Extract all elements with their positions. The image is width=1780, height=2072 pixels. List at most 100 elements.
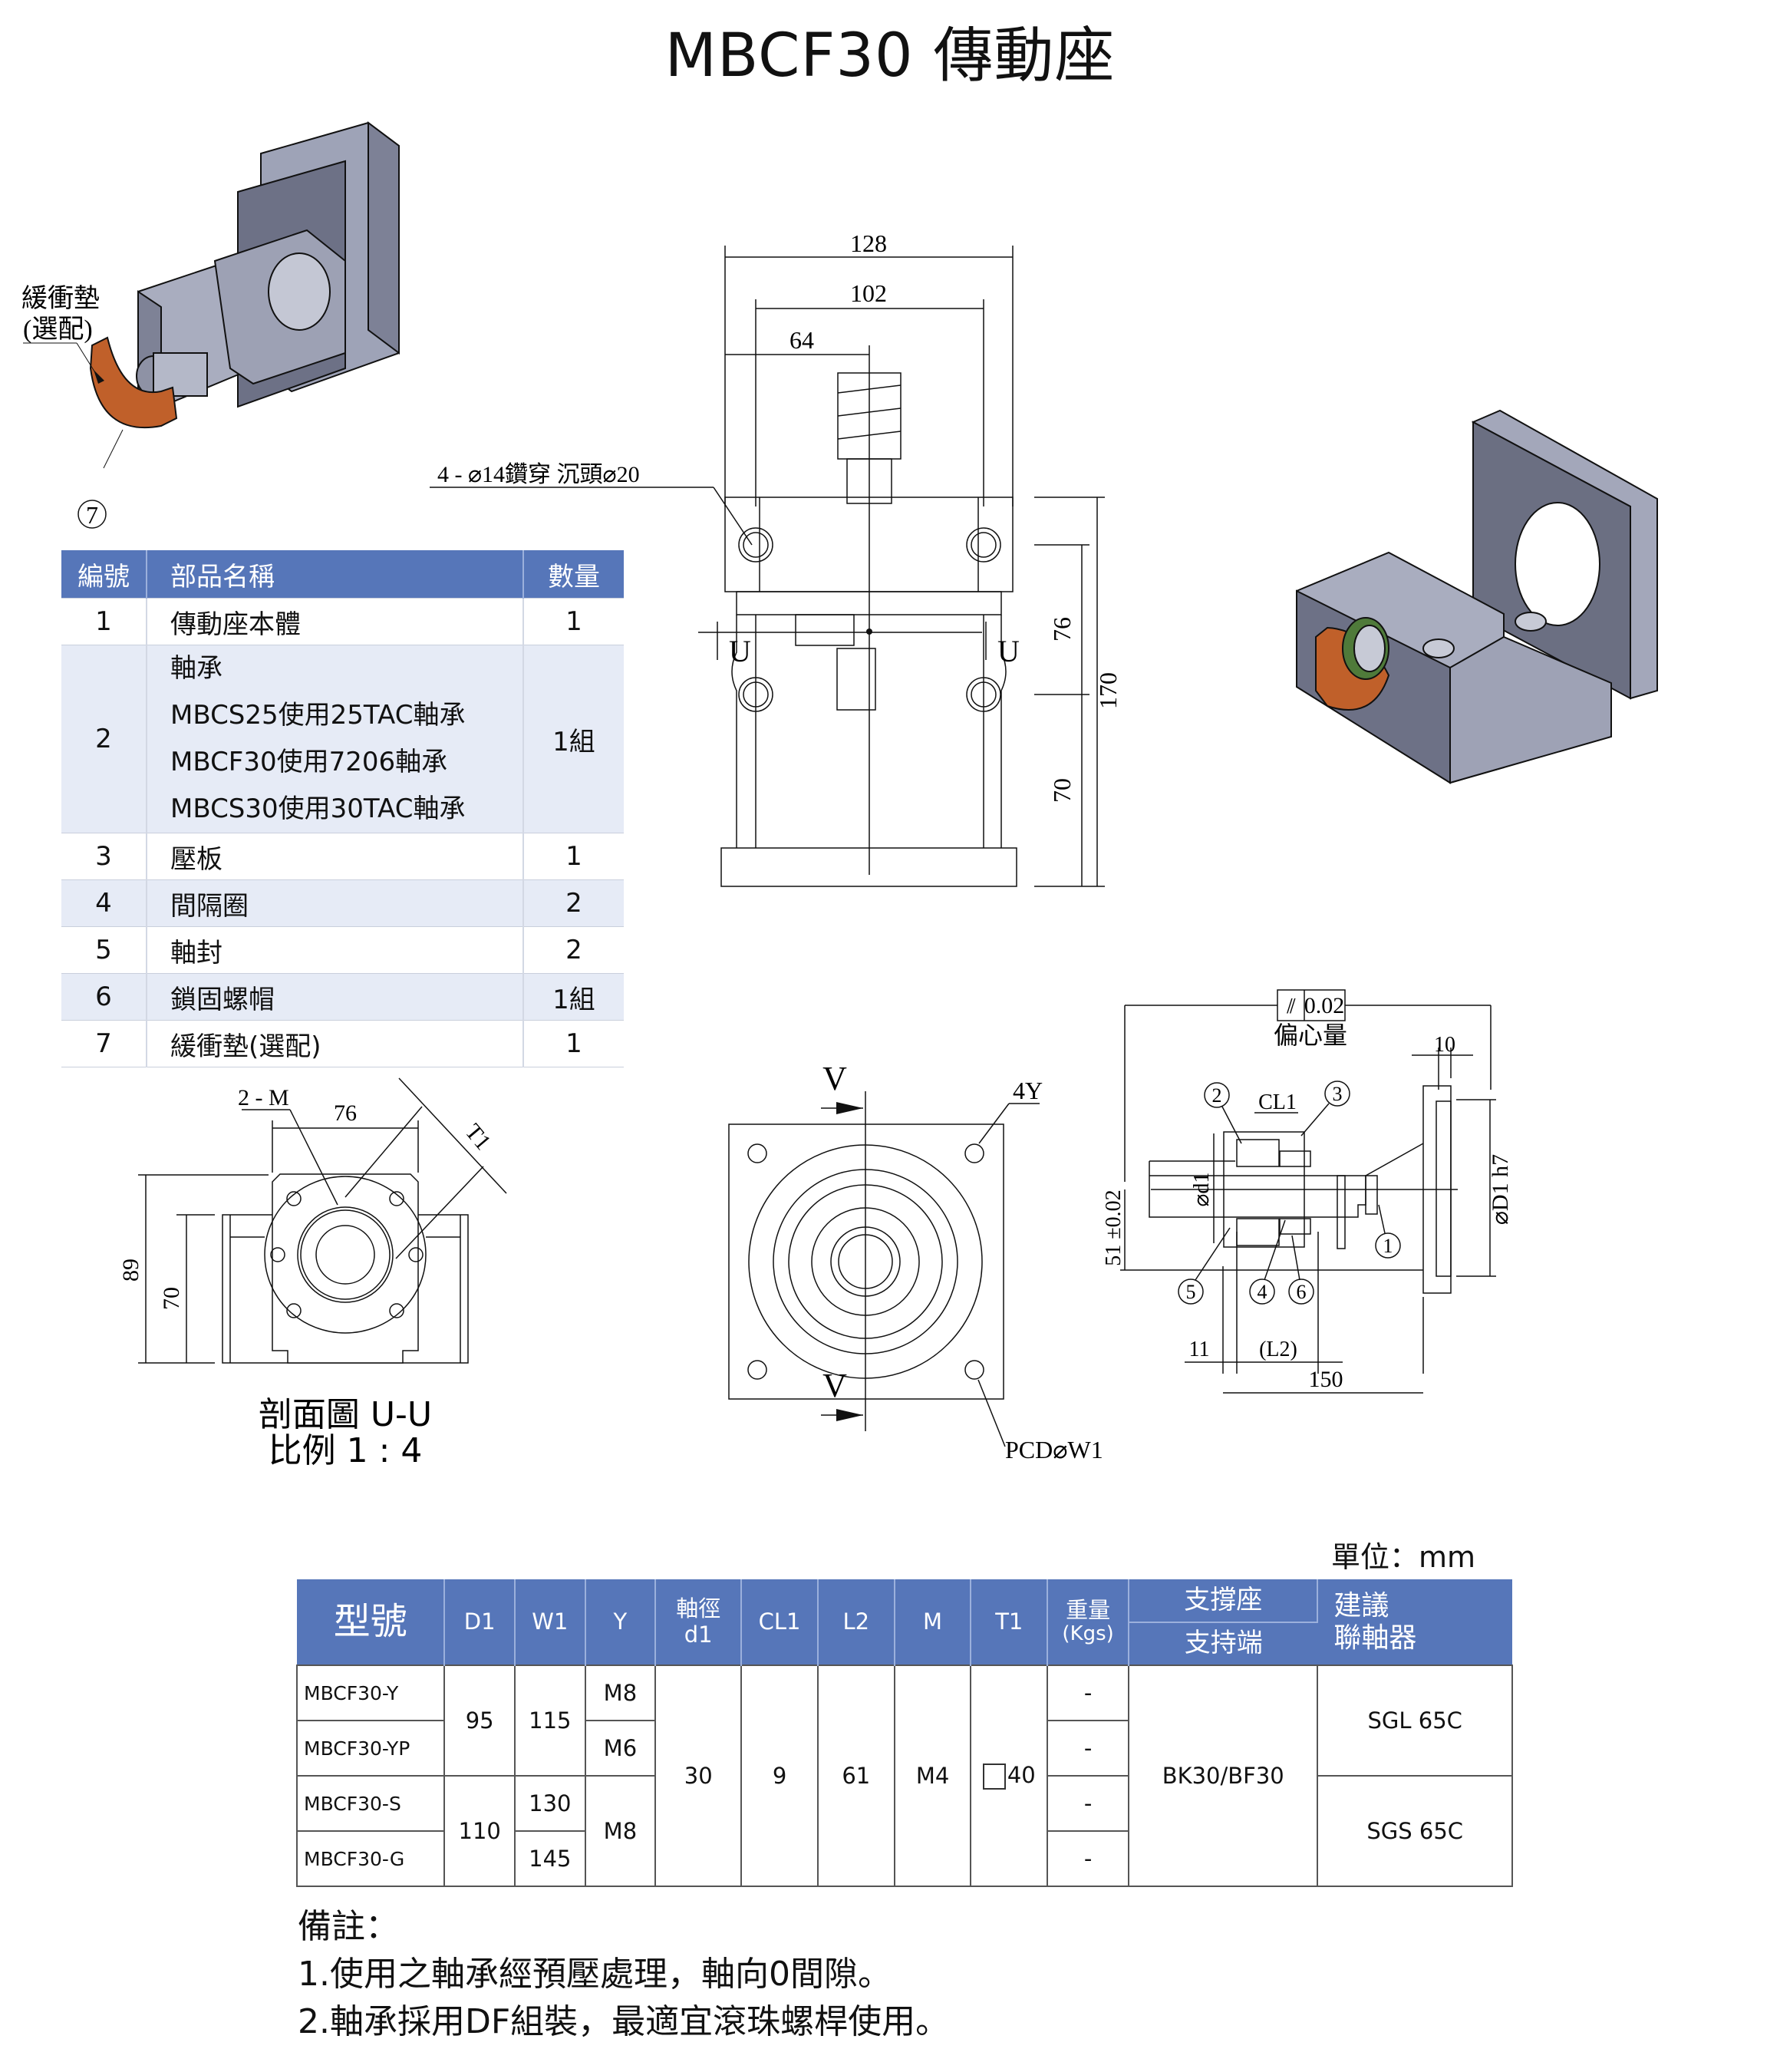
y-cell: M8: [584, 1665, 657, 1721]
note-item: 2.軸承採用DF組裝，最適宜滾珠螺桿使用。: [298, 2002, 950, 2041]
balloon-5: 5: [1186, 1281, 1196, 1303]
thread-label: 2 - M: [238, 1085, 289, 1110]
section-mark-v-bottom: V: [822, 1367, 847, 1404]
part-name: 軸封: [147, 926, 524, 974]
iso-view-exploded: 緩衝墊 (選配) 7: [21, 121, 400, 529]
flange-view: V V 4Y PCD⌀W1: [728, 1060, 1103, 1463]
part-qty: 2: [523, 926, 624, 974]
parts-table: 編號 部品名稱 數量 1 傳動座本體 1 2 軸承 MBCS25使用25TAC軸…: [61, 550, 624, 1067]
part-no: 2: [61, 645, 147, 833]
header-support-bottom: 支持端: [1129, 1622, 1318, 1665]
part-qty: 1組: [523, 645, 624, 833]
table-row: 6 鎖固螺帽 1組: [61, 973, 624, 1021]
header-qty: 數量: [523, 550, 624, 599]
weight-cell: -: [1047, 1665, 1130, 1721]
header-y: Y: [585, 1579, 657, 1665]
weight-cell: -: [1047, 1775, 1130, 1832]
dim-l2: (L2): [1259, 1338, 1297, 1361]
weight-cell: -: [1047, 1720, 1130, 1777]
part-no: 5: [61, 926, 147, 974]
l2-cell: 61: [816, 1665, 895, 1887]
section-mark-v-top: V: [822, 1060, 847, 1097]
part-qty: 1組: [523, 973, 624, 1021]
dim-offset: 11: [1189, 1338, 1210, 1361]
w1-cell: 145: [514, 1830, 586, 1887]
part-name: 傳動座本體: [147, 598, 524, 645]
t1-cell: 40: [970, 1665, 1049, 1887]
table-row: 4 間隔圈 2: [61, 879, 624, 927]
d1-cell: 110: [443, 1775, 516, 1887]
coupling-cell: SGS 65C: [1317, 1775, 1513, 1887]
page-title: MBCF30 傳動座: [664, 21, 1116, 91]
part-name: 間隔圈: [147, 879, 524, 927]
coupling-cell: SGL 65C: [1317, 1665, 1513, 1777]
header-w1: W1: [515, 1579, 586, 1665]
header-support-top: 支撐座: [1129, 1579, 1319, 1623]
table-row: 1 傳動座本體 1: [61, 598, 624, 645]
buffer-label-line1: 緩衝墊: [21, 284, 100, 313]
hole-label: 4Y: [1013, 1077, 1043, 1104]
part-no: 7: [61, 1020, 147, 1067]
table-row: 3 壓板 1: [61, 833, 624, 880]
dim-lower-height: 70: [1048, 778, 1076, 803]
note-item: 1.使用之軸承經預壓處理，軸向0間隙。: [298, 1955, 892, 1994]
hole-note: 4 - ⌀14鑽穿 沉頭⌀20: [437, 462, 640, 487]
shaft: [136, 252, 331, 397]
dim-height-center: 70: [159, 1287, 184, 1310]
part-name: 壓板: [147, 833, 524, 880]
header-weight: 重量(Kgs): [1047, 1579, 1130, 1665]
part-name-line: 軸承: [170, 653, 222, 684]
w1-cell: 130: [514, 1775, 586, 1832]
model-cell: MBCF30-G: [295, 1830, 446, 1887]
section-caption-2: 比例 1 : 4: [269, 1431, 423, 1470]
balloon-1: 1: [1383, 1235, 1393, 1257]
header-l2: L2: [817, 1579, 895, 1665]
table-row: MBCF30-Y 95 115 M8 30 9 61 M4 40 - BK30/…: [295, 1665, 1513, 1887]
table-row: MBCF30-YP M6 -: [295, 1720, 1512, 1777]
cl1-cell: 9: [740, 1665, 819, 1887]
buffer-label-line2: (選配): [23, 315, 93, 344]
d1-cell: 95: [443, 1665, 516, 1777]
shaft-cell: 30: [654, 1665, 743, 1887]
balloon-6: 6: [1297, 1281, 1307, 1303]
side-section-view: ⫽ 0.02 偏心量 10 CL1 ⌀d1 51 ±0.02 ⌀D1 h7 11…: [1105, 989, 1513, 1394]
parts-table-header: 編號 部品名稱 數量: [61, 550, 624, 599]
part-no: 6: [61, 973, 147, 1021]
part-name: 鎖固螺帽: [147, 973, 524, 1021]
header-shaft-line1: 軸徑: [676, 1595, 721, 1622]
header-coupling-line1: 建議: [1333, 1590, 1389, 1622]
section-view-uu: 2 - M 76 T1 89 70 剖面圖 U-U 比例 1 : 4: [118, 1077, 507, 1470]
y-cell: M8: [584, 1775, 657, 1887]
model-cell: MBCF30-S: [295, 1775, 446, 1832]
balloon-2: 2: [1212, 1084, 1222, 1107]
tolerance-caption: 偏心量: [1274, 1021, 1347, 1050]
dim-shaft-dia: ⌀d1: [1190, 1173, 1214, 1207]
header-weight-line2: (Kgs): [1062, 1622, 1114, 1646]
header-d1: D1: [444, 1579, 516, 1665]
dim-width: 76: [334, 1100, 357, 1126]
section-mark-right: U: [997, 634, 1020, 668]
header-weight-line1: 重量: [1066, 1596, 1111, 1623]
tolerance-value: 0.02: [1304, 993, 1345, 1018]
section-mark-left: U: [729, 634, 751, 668]
balloon-3: 3: [1333, 1083, 1343, 1105]
part-qty: 1: [523, 598, 624, 645]
dim-total-height: 170: [1094, 672, 1122, 709]
support-cell: BK30/BF30: [1128, 1665, 1319, 1887]
balloon-4: 4: [1258, 1281, 1267, 1303]
section-caption-1: 剖面圖 U-U: [259, 1395, 432, 1434]
header-m: M: [894, 1579, 972, 1665]
part-qty: 1: [523, 833, 624, 880]
dim-hole-span: 102: [850, 279, 887, 307]
pcd-label: PCD⌀W1: [1005, 1436, 1103, 1463]
unit-label: 單位：mm: [1331, 1540, 1476, 1574]
notes-heading: 備註：: [298, 1907, 399, 1946]
header-shaft-line2: d1: [684, 1621, 713, 1648]
table-row: MBCF30-G 145 -: [295, 1830, 1512, 1887]
table-row: 7 緩衝墊(選配) 1: [61, 1020, 624, 1067]
buffer-pad: [89, 336, 178, 429]
header-cl1: CL1: [741, 1579, 819, 1665]
dim-height-total: 89: [118, 1259, 143, 1282]
